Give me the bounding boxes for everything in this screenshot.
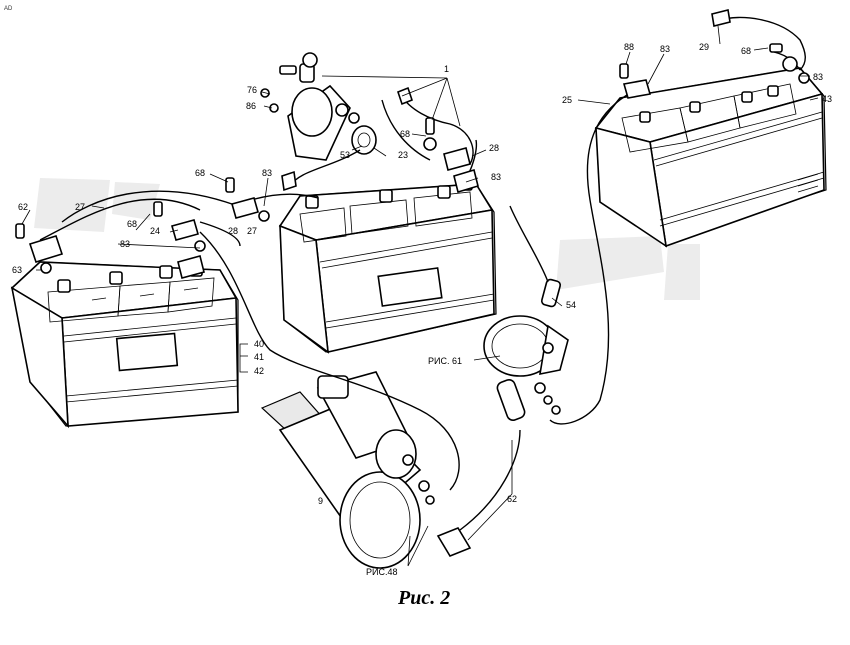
callout-labels: 1 76 86 53 23 68 28 83 68 83 62 27 68 24… [12,42,832,577]
starter-motor [260,371,435,569]
figure-caption: Рис. 2 [397,587,450,609]
callout-68-left-top: 68 [195,168,205,178]
callout-29: 29 [699,42,709,52]
label-ris-48: РИС.48 [366,567,397,577]
callout-83-left-top: 83 [262,168,272,178]
battery-switch [260,52,377,161]
callout-1: 1 [444,64,449,74]
callout-27-mid: 27 [247,226,257,236]
callout-63: 63 [12,265,22,275]
callout-62-left: 62 [18,202,28,212]
callout-27-left: 27 [75,202,85,212]
callout-83-right: 83 [813,72,823,82]
callout-25: 25 [562,95,572,105]
callout-68-right: 68 [741,46,751,56]
callout-24: 24 [150,226,160,236]
callout-43: 43 [822,94,832,104]
callout-88: 88 [624,42,634,52]
callout-83-left-mid: 83 [120,239,130,249]
background-watermark [34,178,700,300]
center-battery [278,177,497,354]
leader-lines [21,25,819,567]
callout-76: 76 [247,85,257,95]
callout-62-bottom: 62 [507,494,517,504]
callout-28: 28 [489,143,499,153]
left-battery [10,261,239,429]
callout-86: 86 [246,101,256,111]
callout-53: 53 [340,150,350,160]
right-battery [594,67,827,248]
callout-68-left-mid: 68 [127,219,137,229]
callout-83-right-top: 83 [660,44,670,54]
relay-unit [436,278,569,557]
callout-9: 9 [318,496,323,506]
label-ris-61: РИС. 61 [428,356,462,366]
callout-83-center: 83 [491,172,501,182]
callout-42: 42 [254,366,264,376]
callout-28-mid: 28 [228,226,238,236]
callout-68-center: 68 [400,129,410,139]
callout-41: 41 [254,352,264,362]
fasteners [15,9,810,279]
callout-40: 40 [254,339,264,349]
callout-54: 54 [566,300,576,310]
cables [39,16,806,531]
callout-23: 23 [398,150,408,160]
corner-mark: AD [4,6,13,12]
